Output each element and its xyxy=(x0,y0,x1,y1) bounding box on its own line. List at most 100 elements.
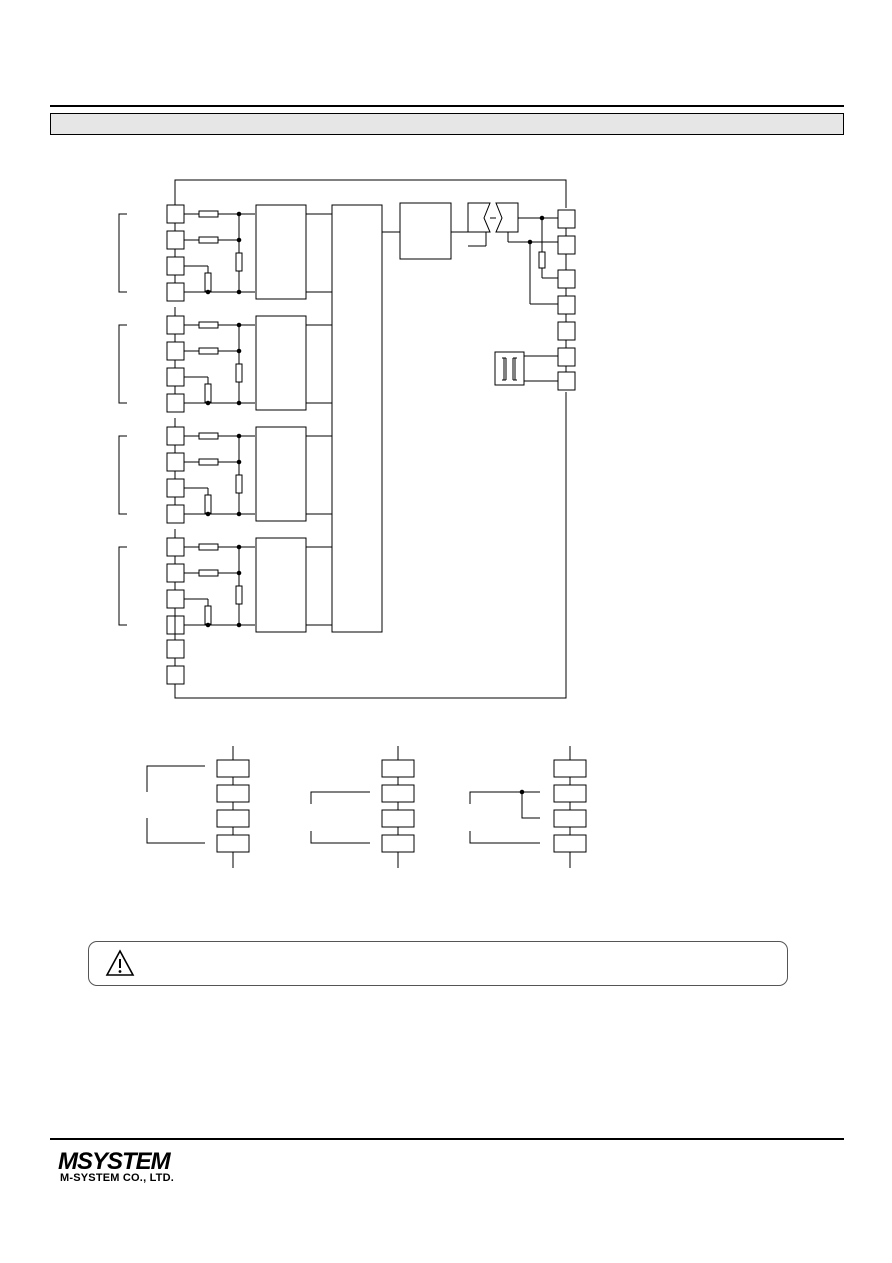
series-resistor xyxy=(199,348,218,354)
example-terminal xyxy=(554,760,586,777)
processing-block xyxy=(332,205,382,632)
transformer-windings xyxy=(502,358,517,380)
channel-bracket xyxy=(119,547,127,625)
junction-dot xyxy=(237,349,241,353)
junction-dot xyxy=(237,238,241,242)
isolation-transformer-icon xyxy=(495,352,524,385)
channel-converter-block xyxy=(256,538,306,632)
example-terminal xyxy=(554,835,586,852)
input-resistor xyxy=(205,384,211,402)
example-jumper xyxy=(522,792,540,818)
junction-dot xyxy=(237,571,241,575)
shunt-resistor xyxy=(236,586,242,604)
input-terminal xyxy=(167,427,184,445)
junction-dot xyxy=(540,216,544,220)
channel-converter-block xyxy=(256,205,306,299)
input-resistor xyxy=(205,495,211,513)
auxiliary-terminal xyxy=(167,640,184,658)
series-resistor xyxy=(199,322,218,328)
junction-dot xyxy=(237,512,241,516)
termination-resistor xyxy=(539,252,545,268)
msystem-logo: MSYSTEM xyxy=(58,1150,173,1172)
junction-dot xyxy=(237,212,241,216)
junction-dot xyxy=(206,512,210,516)
input-terminal xyxy=(167,394,184,412)
series-resistor xyxy=(199,237,218,243)
top-rule xyxy=(50,105,844,107)
junction-dot xyxy=(528,240,532,244)
internal-block-diagram xyxy=(119,180,575,698)
series-resistor xyxy=(199,433,218,439)
logo-wordmark: MSYSTEM xyxy=(58,1150,172,1172)
input-terminal xyxy=(167,453,184,471)
input-terminal xyxy=(167,538,184,556)
example-wire xyxy=(311,792,370,804)
example-terminal xyxy=(217,785,249,802)
example-terminal xyxy=(382,835,414,852)
shunt-resistor xyxy=(236,364,242,382)
input-terminal xyxy=(167,479,184,497)
example-wire xyxy=(470,792,540,804)
channel-converter-block xyxy=(256,427,306,521)
input-terminal xyxy=(167,590,184,608)
input-terminal xyxy=(167,205,184,223)
connection-examples xyxy=(147,746,586,868)
section-title-bar xyxy=(50,113,844,135)
junction-dot xyxy=(206,401,210,405)
example-wire xyxy=(470,831,540,843)
series-resistor xyxy=(199,544,218,550)
input-terminal xyxy=(167,342,184,360)
example-terminal xyxy=(217,835,249,852)
output-terminal xyxy=(558,236,575,254)
bottom-rule xyxy=(50,1138,844,1140)
series-resistor xyxy=(199,459,218,465)
example-terminal xyxy=(382,760,414,777)
junction-dot xyxy=(237,545,241,549)
input-terminal xyxy=(167,257,184,275)
isolation-symbol-left xyxy=(468,203,490,232)
example-terminal xyxy=(217,810,249,827)
example-wire xyxy=(147,766,205,792)
channel-bracket xyxy=(119,436,127,514)
junction-dot xyxy=(206,623,210,627)
example-wire xyxy=(147,818,205,843)
input-terminal xyxy=(167,231,184,249)
communication-block xyxy=(400,203,451,259)
junction-dot xyxy=(206,290,210,294)
junction-dot xyxy=(237,460,241,464)
output-terminal xyxy=(558,348,575,366)
junction-dot xyxy=(237,401,241,405)
example-terminal xyxy=(554,810,586,827)
warning-box xyxy=(88,941,788,986)
example-terminal xyxy=(382,785,414,802)
input-terminal xyxy=(167,505,184,523)
example-wire xyxy=(311,831,370,843)
junction-dot xyxy=(237,623,241,627)
warning-triangle-icon xyxy=(105,949,135,976)
output-terminal xyxy=(558,270,575,288)
input-terminal xyxy=(167,368,184,386)
series-resistor xyxy=(199,211,218,217)
shunt-resistor xyxy=(236,253,242,271)
output-terminal xyxy=(558,210,575,228)
output-terminal xyxy=(558,322,575,340)
output-terminal xyxy=(558,296,575,314)
enclosure-outline xyxy=(175,180,566,698)
channel-converter-block xyxy=(256,316,306,410)
junction-dot xyxy=(237,323,241,327)
input-terminal xyxy=(167,316,184,334)
example-terminal xyxy=(554,785,586,802)
example-terminal xyxy=(217,760,249,777)
channel-bracket xyxy=(119,325,127,403)
input-terminal xyxy=(167,283,184,301)
junction-dot xyxy=(237,290,241,294)
shunt-resistor xyxy=(236,475,242,493)
company-name: M-SYSTEM CO., LTD. xyxy=(60,1172,175,1184)
isolation-symbol-right xyxy=(496,203,518,232)
series-resistor xyxy=(199,570,218,576)
junction-dot xyxy=(237,434,241,438)
junction-dot xyxy=(520,790,524,794)
example-terminal xyxy=(382,810,414,827)
input-resistor xyxy=(205,606,211,624)
input-resistor xyxy=(205,273,211,291)
